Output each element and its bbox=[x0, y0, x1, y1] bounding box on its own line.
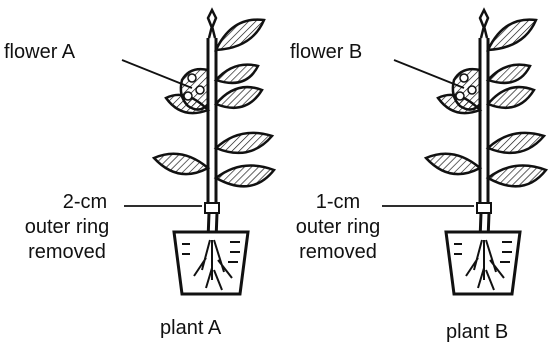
label-ring-a-outer: outer ring bbox=[4, 215, 130, 239]
label-flower-a: flower A bbox=[4, 40, 75, 64]
plant-b-drawing bbox=[426, 10, 546, 294]
label-plant-a: plant A bbox=[160, 316, 221, 340]
label-ring-b-removed: removed bbox=[280, 240, 396, 264]
label-flower-b: flower B bbox=[290, 40, 362, 64]
label-ring-a-size: 2-cm bbox=[40, 190, 130, 214]
leader-flower-a bbox=[122, 60, 192, 88]
label-ring-b-outer: outer ring bbox=[280, 215, 396, 239]
label-plant-b: plant B bbox=[446, 320, 508, 344]
label-ring-b-size: 1-cm bbox=[298, 190, 378, 214]
label-ring-a-removed: removed bbox=[4, 240, 130, 264]
plant-a-drawing bbox=[154, 10, 274, 294]
leader-flower-b bbox=[394, 60, 464, 88]
